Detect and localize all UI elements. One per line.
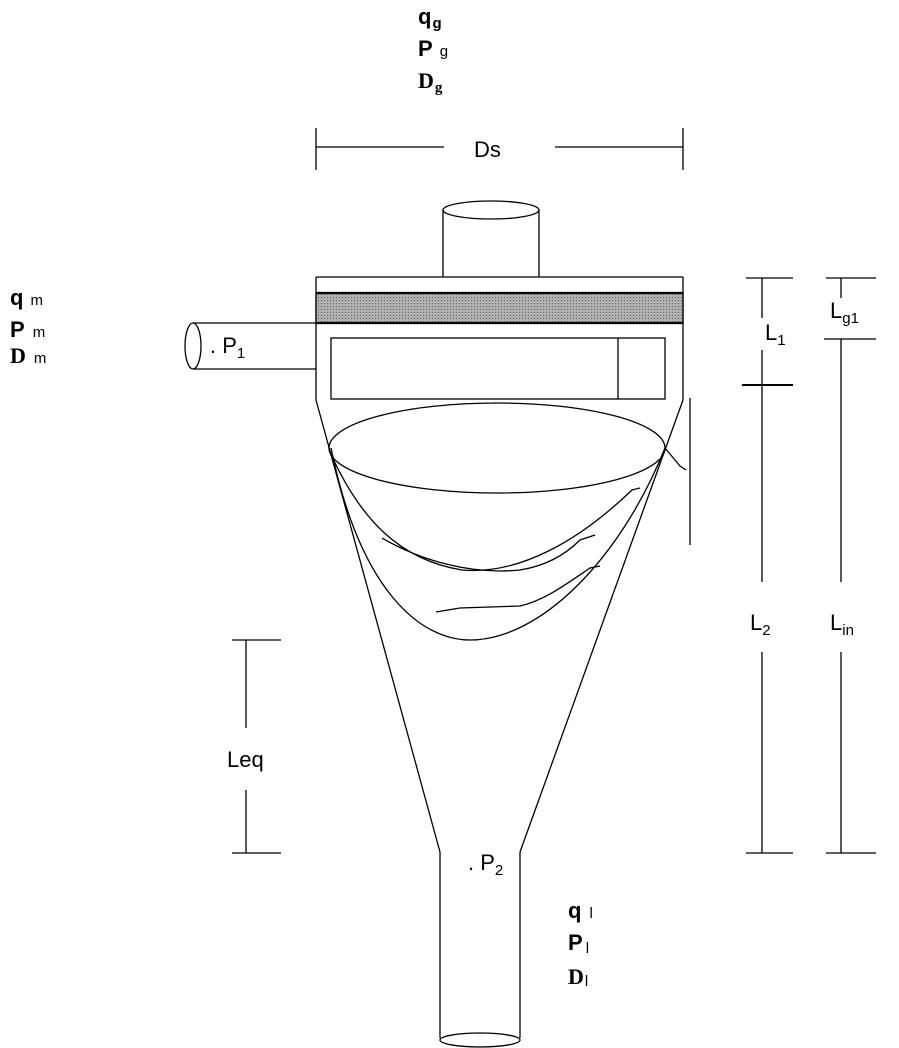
l2-label: L2	[750, 610, 771, 639]
point-p1-label: . P1	[210, 333, 245, 362]
leq-label: Leq	[227, 747, 264, 772]
ds-dimension	[315, 128, 684, 170]
point-p2-label: . P2	[468, 850, 503, 879]
lg1-label: Lg1	[830, 298, 859, 327]
liquid-diameter-label: Dl	[568, 964, 588, 990]
separator-body	[315, 276, 684, 1048]
vortex-surface	[328, 398, 691, 641]
lin-label: Lin	[830, 610, 854, 639]
leq-dimension	[232, 639, 281, 854]
gas-flow-label: qg	[418, 4, 442, 32]
ds-label: Ds	[474, 137, 501, 162]
inlet-pipe	[184, 322, 316, 370]
gas-diameter-label: Dg	[418, 68, 443, 96]
gas-outlet-pipe	[442, 200, 540, 277]
right-dimensions	[742, 277, 876, 854]
l1-label: L1	[765, 320, 786, 349]
